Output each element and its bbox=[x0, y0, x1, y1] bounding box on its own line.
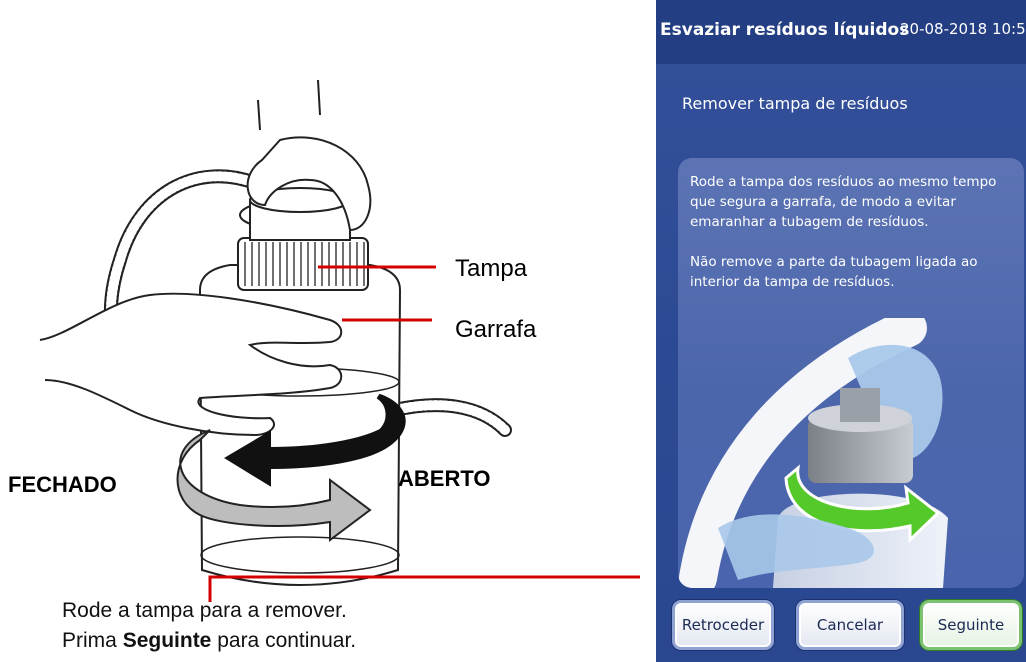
cap-removal-photo bbox=[679, 318, 948, 588]
instruction-text: Rode a tampa dos resíduos ao mesmo tempo… bbox=[690, 172, 1014, 312]
screen-title: Esvaziar resíduos líquidos bbox=[660, 20, 910, 40]
instruction-paragraph-1: Rode a tampa dos resíduos ao mesmo tempo… bbox=[690, 174, 997, 230]
top-hand-drawing bbox=[246, 79, 372, 232]
caption-prefix: Prima bbox=[62, 629, 123, 652]
step-title: Remover tampa de resíduos bbox=[682, 94, 908, 113]
caption-line-1: Rode a tampa para a remover. bbox=[62, 599, 347, 622]
instruction-paragraph-2: Não remove a parte da tubagem ligada ao … bbox=[690, 254, 978, 290]
cap-drawing bbox=[237, 237, 369, 291]
waste-bottle-illustration bbox=[39, 79, 640, 602]
caption-line-2: Prima Seguinte para continuar. bbox=[62, 626, 356, 656]
cap-label: Tampa bbox=[455, 255, 528, 282]
side-hand-drawing bbox=[39, 292, 343, 437]
device-screen: Esvaziar resíduos líquidos 20-08-2018 10… bbox=[656, 0, 1026, 662]
open-label: ABERTO bbox=[398, 466, 491, 491]
bottle-label: Garrafa bbox=[455, 316, 537, 343]
closed-label: FECHADO bbox=[8, 472, 117, 497]
next-button[interactable]: Seguinte bbox=[920, 600, 1022, 650]
caption-bold-seguinte: Seguinte bbox=[122, 629, 212, 652]
cancel-button[interactable]: Cancelar bbox=[796, 600, 904, 650]
instruction-caption: Rode a tampa para a remover. Prima Segui… bbox=[62, 596, 356, 656]
date-time: 20-08-2018 10:5 bbox=[900, 20, 1026, 38]
instruction-panel: Rode a tampa dos resíduos ao mesmo tempo… bbox=[678, 158, 1024, 588]
caption-suffix: para continuar. bbox=[211, 629, 357, 652]
closing-arrow bbox=[176, 429, 372, 542]
back-button[interactable]: Retroceder bbox=[672, 600, 774, 650]
opening-arrow bbox=[224, 393, 406, 487]
title-bar bbox=[656, 0, 1026, 64]
seguinte-callout-line bbox=[208, 575, 640, 602]
